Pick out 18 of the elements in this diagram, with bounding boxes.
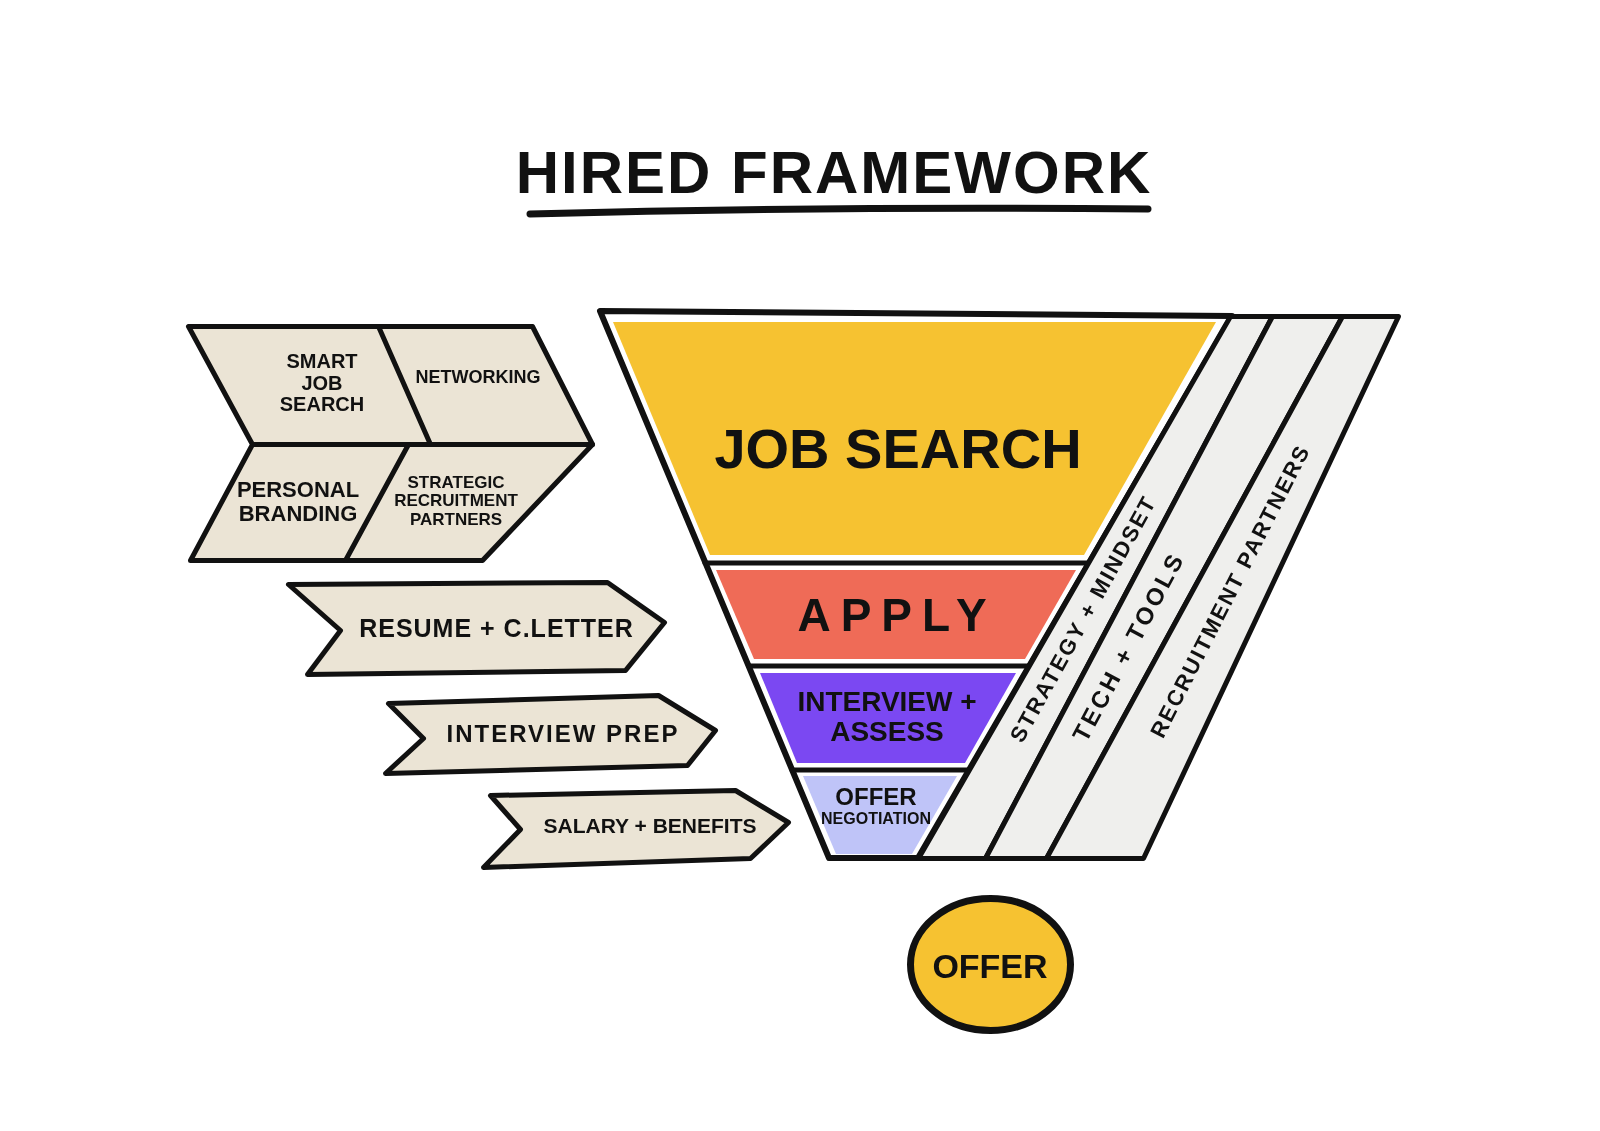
segment-label: NETWORKING (415, 368, 541, 388)
stage-label: APPLY (796, 591, 997, 641)
segment-label: SMART JOB SEARCH (278, 350, 366, 416)
arrow-banner (284, 578, 668, 678)
segment-label: PERSONAL BRANDING (235, 478, 361, 526)
goal-label: OFFER (932, 947, 1048, 985)
banner-label: RESUME + C.LETTER (358, 614, 634, 642)
diagram-title: HIRED FRAMEWORK (515, 143, 1153, 203)
segmented-banner (184, 322, 596, 564)
stage-label: INTERVIEW + ASSESS (796, 686, 978, 748)
stage-label: JOB SEARCH (714, 418, 1082, 480)
goal-circle (905, 893, 1075, 1035)
segment-label: STRATEGIC RECRUITMENT PARTNERS (393, 474, 519, 530)
banner-label: INTERVIEW PREP (445, 721, 680, 747)
banner-label: SALARY + BENEFITS (543, 814, 757, 838)
stage-label: OFFER NEGOTIATION (820, 784, 932, 828)
arrow-banner (479, 786, 792, 871)
arrow-banner (381, 691, 719, 777)
